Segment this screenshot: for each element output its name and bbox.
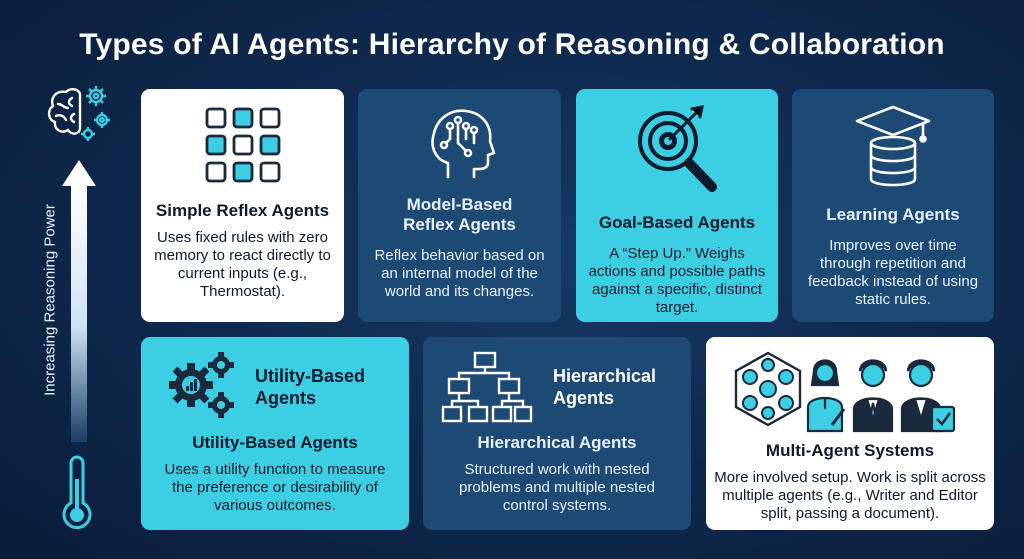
graduation-database-icon [855,105,931,187]
card-utility-based: Utility-Based Agents Utility-Based Agent… [141,337,409,530]
org-chart-icon [441,351,533,423]
page-title: Types of AI Agents: Hierarchy of Reasoni… [79,28,945,61]
grid-icon [205,107,280,183]
card-description: Reflex behavior based on an internal mod… [374,247,545,300]
card-title: Hierarchical Agents [477,433,637,452]
card-description: Improves over time through repetition an… [807,237,979,308]
icon-caption: Hierarchical Agents [553,366,657,408]
thermometer-icon [62,455,92,530]
card-simple-reflex: Simple Reflex Agents Uses fixed rules wi… [141,89,344,322]
card-goal-based: Goal-Based Agents A “Step Up.” Weighs ac… [576,89,778,322]
axis-label-text: Increasing Reasoning Power [41,204,59,396]
team-icon [734,351,956,433]
card-title: Multi-Agent Systems [765,441,935,460]
card-title: Model-Based Reflex Agents [403,195,516,234]
card-hierarchical: Hierarchical Agents Hierarchical Agents … [423,337,691,530]
brain-gears-icon [47,86,110,141]
card-title: Learning Agents [826,205,960,224]
card-title: Goal-Based Agents [598,213,756,232]
card-model-based-reflex: Model-Based Reflex Agents Reflex behavio… [358,89,561,322]
card-title: Utility-Based Agents [192,433,358,452]
head-circuit-icon [430,109,495,179]
card-description: A “Step Up.” Weighs actions and possible… [588,245,766,316]
card-description: Structured work with nested problems and… [459,461,655,514]
card-multi-agent: Multi-Agent Systems More involved setup.… [706,337,994,530]
card-description: Uses fixed rules with zero memory to rea… [154,229,331,300]
target-magnifier-icon [638,105,717,192]
icon-caption: Utility-Based Agents [255,366,366,408]
card-learning: Learning Agents Improves over time throu… [792,89,994,322]
gears-icon [169,352,234,418]
card-description: Uses a utility function to measure the p… [164,461,386,514]
card-title: Simple Reflex Agents [155,201,330,220]
card-description: More involved setup. Work is split acros… [714,469,986,522]
up-arrow-icon [62,160,96,442]
